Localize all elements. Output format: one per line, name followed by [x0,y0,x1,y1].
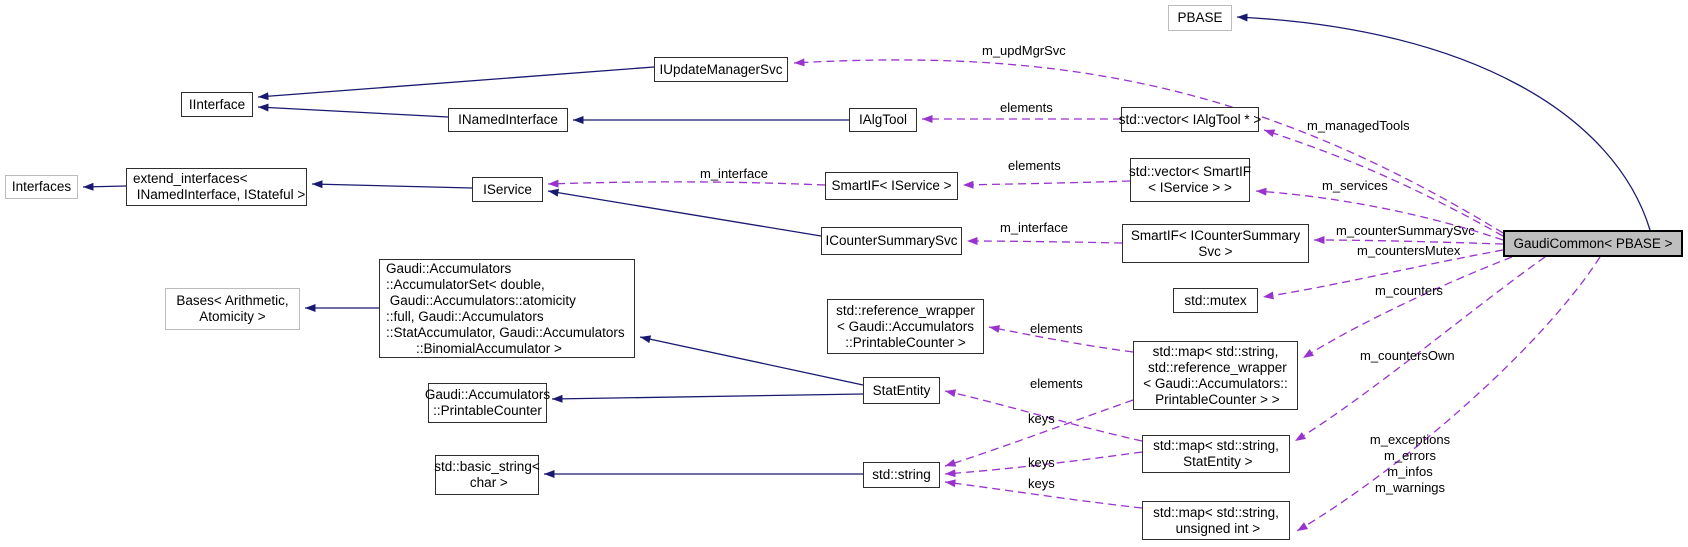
edge-gaudicommon-to-map-statentity [1294,256,1546,442]
edge-gaudicommon-to-pbase [1236,13,1651,231]
edge-label-keys-1: keys [1028,411,1055,426]
node-smartif-icountersummarysvc[interactable]: SmartIF< ICounterSummary Svc > [1122,224,1309,263]
node-std-string[interactable]: std::string [863,462,940,488]
node-printablecounter[interactable]: Gaudi::Accumulators ::PrintableCounter [425,383,550,423]
edge-label-elements-statentity: elements [1030,376,1083,391]
node-icountersummarysvc[interactable]: ICounterSummarySvc [821,227,962,255]
node-iinterface[interactable]: IInterface [181,92,253,117]
edge-label-m-countersown: m_countersOwn [1360,348,1455,363]
edge-iservice-to-extend-interfaces [311,180,473,189]
edge-label-m-managedtools: m_managedTools [1307,118,1410,133]
edge-gaudicommon-to-smartif-icss [1313,236,1504,245]
edge-label-m-counters: m_counters [1375,283,1443,298]
edge-label-m-countersummarysvc: m_counterSummarySvc [1336,223,1475,238]
edge-statentity-to-printablecounter [551,393,864,403]
node-gaudicommon: GaudiCommon< PBASE > [1503,230,1683,257]
edge-label-elements-smartif: elements [1008,158,1061,173]
node-statentity[interactable]: StatEntity [863,377,940,404]
node-inamedinterface[interactable]: INamedInterface [448,108,568,132]
edge-label-m-interface-counter: m_interface [1000,220,1068,235]
edge-vector-smartif-to-smartif-iservice [962,180,1131,189]
edge-label-m-updmgrsvc: m_updMgrSvc [982,43,1066,58]
edge-icountersummarysvc-to-iservice [547,188,822,237]
edge-statentity-to-accumulatorset [639,335,864,386]
node-map-statentity[interactable]: std::map< std::string, StatEntity > [1142,435,1290,473]
edge-gaudicommon-to-map-ref-wrapper [1302,256,1513,359]
edge-smartif-iservice-to-iservice [547,179,826,188]
edge-map-ref-wrapper-to-reference-wrapper [988,325,1134,353]
edge-iupdatemanagersvc-to-iinterface [257,66,655,101]
node-accumulatorset[interactable]: Gaudi::Accumulators ::AccumulatorSet< do… [379,259,635,358]
node-reference-wrapper[interactable]: std::reference_wrapper < Gaudi::Accumula… [827,299,984,354]
edge-smartif-icss-to-icountersummarysvc [966,237,1123,246]
node-interfaces: Interfaces [5,175,78,199]
node-smartif-iservice[interactable]: SmartIF< IService > [825,172,958,200]
node-vector-ialgtool[interactable]: std::vector< IAlgTool * > [1119,107,1261,132]
node-iupdatemanagersvc[interactable]: IUpdateManagerSvc [654,57,788,82]
edge-label-m-services: m_services [1322,178,1388,193]
edge-label-elements-algtool: elements [1000,100,1053,115]
edge-extend-interfaces-to-interfaces [82,182,127,191]
edge-map-ref-wrapper-to-string [944,399,1134,467]
node-basic-string[interactable]: std::basic_string< char > [434,455,540,495]
node-bases: Bases< Arithmetic, Atomicity > [165,288,300,330]
edge-label-exception-group: m_exceptions m_errors m_infos m_warnings [1369,432,1451,495]
edge-map-unsigned-to-string [944,479,1143,509]
node-extend-interfaces[interactable]: extend_interfaces< INamedInterface, ISta… [126,168,307,206]
edge-gaudicommon-to-map-unsigned [1296,256,1601,532]
edge-map-statentity-to-statentity [944,389,1143,442]
edge-gaudicommon-to-vector-ialgtool [1263,129,1504,237]
node-map-ref-wrapper[interactable]: std::map< std::string, std::reference_wr… [1133,341,1298,410]
edge-label-keys-3: keys [1028,476,1055,491]
node-pbase: PBASE [1168,5,1232,31]
node-ialgtool[interactable]: IAlgTool [849,108,917,132]
node-std-mutex[interactable]: std::mutex [1173,288,1258,313]
edge-map-statentity-to-string [944,451,1143,478]
edge-inamedinterface-to-iinterface [257,103,449,118]
node-map-unsigned[interactable]: std::map< std::string, unsigned int > [1142,501,1290,540]
edge-label-elements-refwrap: elements [1030,321,1083,336]
edge-label-keys-2: keys [1028,455,1055,470]
edge-gaudicommon-to-vector-smartif [1255,187,1504,241]
node-vector-smartif[interactable]: std::vector< SmartIF < IService > > [1129,158,1251,202]
edge-gaudicommon-to-iupdatemanagersvc [793,58,1504,234]
edge-gaudicommon-to-mutex [1262,249,1504,300]
node-iservice[interactable]: IService [472,177,543,202]
edge-label-m-countersmutex: m_countersMutex [1357,243,1461,258]
edge-label-m-interface-service: m_interface [700,166,768,181]
